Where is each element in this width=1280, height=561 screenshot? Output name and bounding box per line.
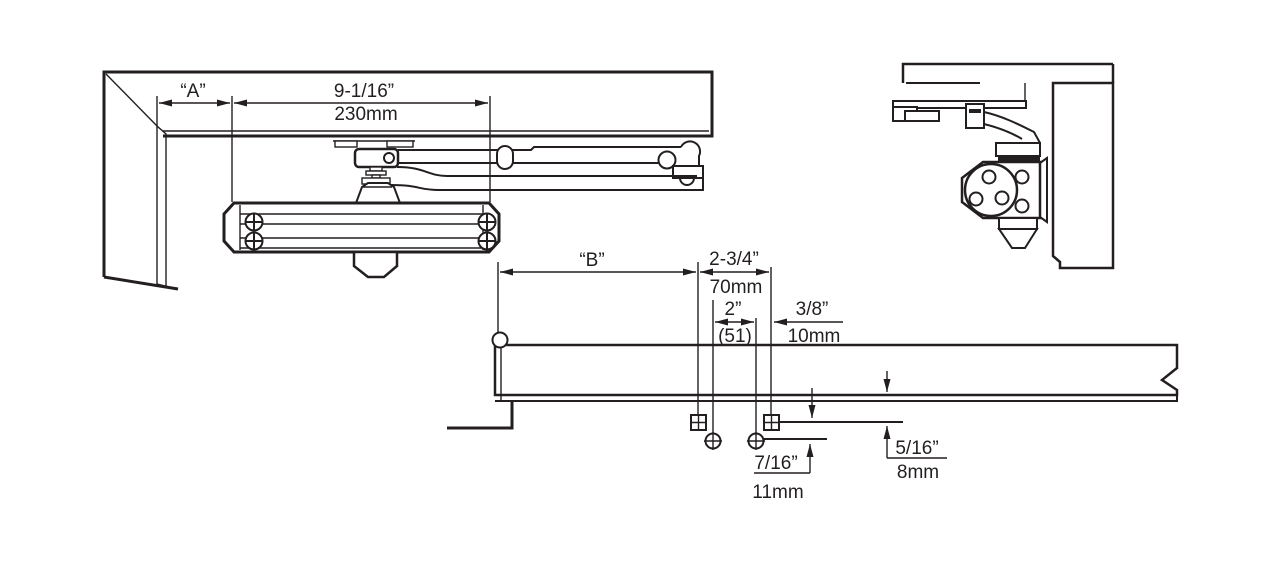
dim-lower-mm: 11mm	[752, 482, 803, 503]
slider-block	[496, 145, 514, 170]
arm-and-track-assembly	[333, 140, 704, 204]
forearm	[396, 166, 697, 177]
dimension-upper-hole: 5/16” 8mm	[808, 371, 947, 483]
pinion-side	[997, 228, 1039, 249]
door-frame	[102, 70, 714, 291]
dim-inner-inches: 2”	[725, 299, 742, 320]
elbow-bracket	[353, 147, 400, 169]
mount-bracket	[1039, 156, 1048, 224]
pinion-collar	[998, 217, 1038, 230]
valve-face	[963, 162, 1019, 218]
body-rib-lines	[240, 213, 483, 249]
arm-shoe	[354, 182, 402, 204]
dim-upper-mm: 8mm	[897, 462, 939, 483]
side-view	[892, 62, 1115, 270]
arm-side	[965, 103, 1041, 161]
pivot-pin-stack	[361, 166, 391, 185]
dimension-lower-hole: 7/16” 11mm	[752, 444, 814, 503]
arm-pivot-hole	[657, 150, 677, 170]
front-view: “A” 9-1/16” 230mm	[102, 70, 714, 291]
dimension-b: “B”	[497, 250, 696, 332]
shoe-side	[995, 142, 1041, 157]
dim-upper-inches: 5/16”	[895, 438, 938, 459]
dim-inner-mm: (51)	[718, 326, 752, 347]
dim-span-mm: 70mm	[710, 277, 763, 298]
closer-body-end	[960, 156, 1048, 249]
frame-section	[901, 62, 1113, 84]
arm-end-cap	[680, 140, 702, 166]
dimension-arm-length: 9-1/16” 230mm	[234, 81, 491, 202]
track-end-pivot	[491, 331, 509, 349]
dim-width-mm: 230mm	[334, 104, 397, 125]
valve-holes	[968, 169, 1030, 214]
door-section	[1051, 64, 1115, 270]
slider-side	[904, 110, 940, 122]
dimension-offset: 3/8” 10mm	[774, 299, 843, 347]
dim-b-label: “B”	[579, 250, 604, 271]
dimension-inner-span: 2” (51)	[715, 299, 754, 347]
dim-offset-mm: 10mm	[788, 326, 841, 347]
dim-width-inches: 9-1/16”	[334, 81, 394, 102]
spindle	[352, 250, 399, 279]
main-arm	[398, 146, 681, 151]
mounting-screws	[244, 212, 497, 251]
track-section	[892, 83, 1027, 122]
track-bar	[447, 331, 1179, 430]
frame-step	[447, 402, 514, 430]
dim-offset-inches: 3/8”	[796, 299, 829, 320]
dim-lower-inches: 7/16”	[754, 453, 797, 474]
closer-body	[222, 201, 501, 279]
hole-markers	[690, 262, 780, 450]
dim-span-inches: 2-3/4”	[709, 249, 759, 270]
dimension-hole-span: 2-3/4” 70mm	[700, 249, 769, 298]
dim-a-label: “A”	[180, 81, 205, 102]
hole-layout-view: “B” 2-3/4” 70mm 2” (51) 3/8” 10mm	[447, 249, 1179, 503]
elbow-pivot	[383, 152, 395, 164]
dimension-a: “A”	[159, 81, 233, 202]
arm-pivot-side	[965, 103, 985, 129]
